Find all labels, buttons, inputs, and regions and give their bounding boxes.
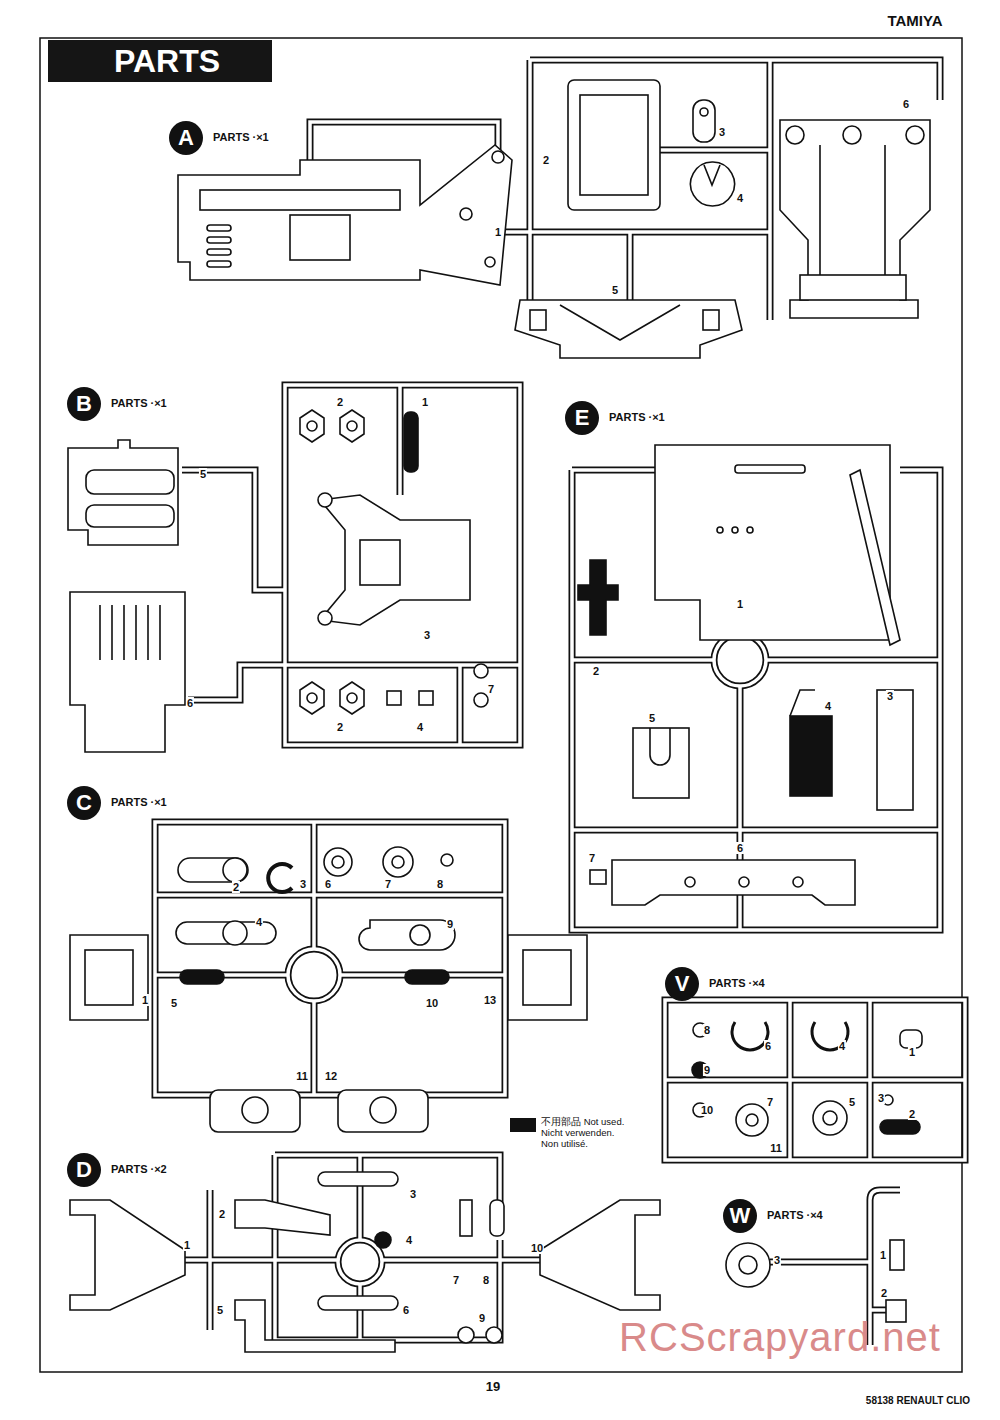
sprue-letter-circle: BPARTS ·×1 bbox=[67, 387, 101, 421]
sprue-letter: D bbox=[67, 1153, 101, 1187]
part-number: 5 bbox=[216, 1304, 224, 1316]
part-number: 6 bbox=[186, 697, 194, 709]
part-number: 3 bbox=[718, 126, 726, 138]
part-number: 3 bbox=[423, 629, 431, 641]
part-number: 5 bbox=[848, 1096, 856, 1108]
sprue-letter-circle: APARTS ·×1 bbox=[169, 121, 203, 155]
sprue-letter: W bbox=[723, 1199, 757, 1233]
part-number: 2 bbox=[336, 396, 344, 408]
part-number: 2 bbox=[880, 1287, 888, 1299]
sprue-letter: A bbox=[169, 121, 203, 155]
part-number: 3 bbox=[886, 690, 894, 702]
sprue-letter-circle: CPARTS ·×1 bbox=[67, 786, 101, 820]
sprue-letter-circle: EPARTS ·×1 bbox=[565, 401, 599, 435]
part-number: 7 bbox=[384, 878, 392, 890]
part-number: 4 bbox=[405, 1234, 413, 1246]
title-text: PARTS bbox=[48, 40, 272, 82]
title-banner: PARTS bbox=[48, 40, 272, 82]
sprue-letter-circle: WPARTS ·×4 bbox=[723, 1199, 757, 1233]
part-number: 3 bbox=[773, 1254, 781, 1266]
part-number: 2 bbox=[232, 881, 240, 893]
part-number: 7 bbox=[487, 683, 495, 695]
part-number: 7 bbox=[588, 852, 596, 864]
part-number: 5 bbox=[648, 712, 656, 724]
parts-quantity: PARTS ·×1 bbox=[111, 796, 167, 808]
part-number: 4 bbox=[736, 192, 744, 204]
legend-text: 不用部品 Not used. Nicht verwenden. Non util… bbox=[541, 1116, 625, 1149]
part-number: 2 bbox=[218, 1208, 226, 1220]
page-number: 19 bbox=[485, 1379, 501, 1394]
part-number: 4 bbox=[824, 700, 832, 712]
sprue-letter: V bbox=[665, 967, 699, 1001]
part-number: 1 bbox=[183, 1239, 191, 1251]
part-number: 3 bbox=[409, 1188, 417, 1200]
part-number: 2 bbox=[592, 665, 600, 677]
sprue-frames bbox=[155, 60, 965, 1345]
part-number: 11 bbox=[769, 1142, 783, 1154]
sprue-letter: C bbox=[67, 786, 101, 820]
part-number: 1 bbox=[879, 1249, 887, 1261]
part-number: 9 bbox=[446, 918, 454, 930]
parts-quantity: PARTS ·×4 bbox=[709, 977, 765, 989]
sprue-letter-circle: VPARTS ·×4 bbox=[665, 967, 699, 1001]
part-number: 11 bbox=[295, 1070, 309, 1082]
part-number: 2 bbox=[336, 721, 344, 733]
parts-quantity: PARTS ·×4 bbox=[767, 1209, 823, 1221]
parts-quantity: PARTS ·×2 bbox=[111, 1163, 167, 1175]
part-number: 10 bbox=[425, 997, 439, 1009]
parts-quantity: PARTS ·×1 bbox=[111, 397, 167, 409]
part-number: 7 bbox=[452, 1274, 460, 1286]
part-number: 8 bbox=[436, 878, 444, 890]
brand-name: TAMIYA bbox=[886, 12, 943, 29]
part-number: 7 bbox=[766, 1096, 774, 1108]
part-number: 5 bbox=[199, 468, 207, 480]
part-number: 2 bbox=[542, 154, 550, 166]
part-number: 10 bbox=[700, 1104, 714, 1116]
sprue-letter-circle: DPARTS ·×2 bbox=[67, 1153, 101, 1187]
part-number: 9 bbox=[703, 1064, 711, 1076]
part-number: 1 bbox=[494, 226, 502, 238]
part-number: 13 bbox=[483, 994, 497, 1006]
watermark: RCScrapyard.net bbox=[618, 1316, 942, 1358]
part-number: 3 bbox=[299, 878, 307, 890]
part-number: 2 bbox=[908, 1108, 916, 1120]
part-number: 1 bbox=[141, 994, 149, 1006]
part-number: 1 bbox=[421, 396, 429, 408]
kit-number: 58138 RENAULT CLIO bbox=[865, 1395, 971, 1407]
parts-quantity: PARTS ·×1 bbox=[213, 131, 269, 143]
part-number: 6 bbox=[402, 1304, 410, 1316]
legend-swatch bbox=[510, 1118, 536, 1132]
part-number: 9 bbox=[478, 1312, 486, 1324]
part-number: 6 bbox=[736, 842, 744, 854]
part-number: 1 bbox=[736, 598, 744, 610]
sprue-letter: E bbox=[565, 401, 599, 435]
part-number: 4 bbox=[838, 1040, 846, 1052]
part-number: 5 bbox=[611, 284, 619, 296]
sprue-letter: B bbox=[67, 387, 101, 421]
part-number: 3 bbox=[877, 1092, 885, 1104]
part-number: 4 bbox=[255, 916, 263, 928]
part-number: 10 bbox=[530, 1242, 544, 1254]
parts-quantity: PARTS ·×1 bbox=[609, 411, 665, 423]
part-number: 5 bbox=[170, 997, 178, 1009]
part-number: 6 bbox=[324, 878, 332, 890]
part-number: 12 bbox=[324, 1070, 338, 1082]
part-number: 6 bbox=[764, 1040, 772, 1052]
parts bbox=[68, 80, 930, 1352]
part-number: 8 bbox=[482, 1274, 490, 1286]
part-number: 8 bbox=[703, 1024, 711, 1036]
part-number: 1 bbox=[908, 1046, 916, 1058]
part-number: 6 bbox=[902, 98, 910, 110]
part-number: 4 bbox=[416, 721, 424, 733]
